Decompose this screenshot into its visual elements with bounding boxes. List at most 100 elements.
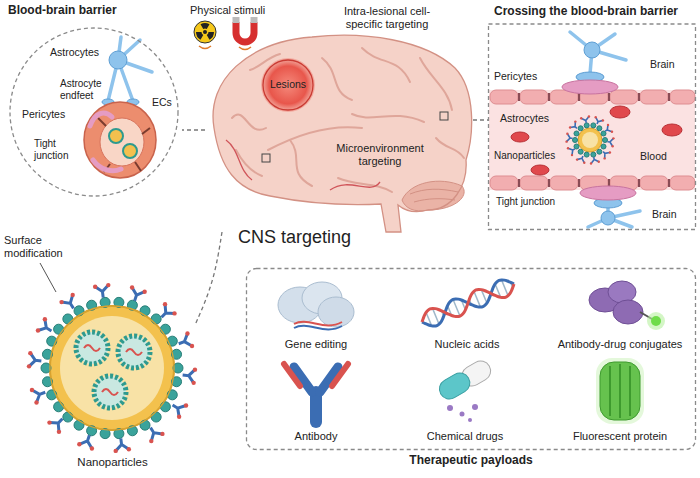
brain-illustration [402,181,464,211]
nanoparticle-illustration [60,316,164,420]
surface-bead [584,152,589,157]
bbb-crossing-illustration [511,132,529,142]
brain-illustration [440,112,448,120]
lesion-blob: Lesions [262,59,314,111]
surface-bead [54,402,64,412]
targeting-label: Microenvironment targeting [330,142,430,167]
surface-bead [74,306,84,316]
antibody-icon [284,364,348,422]
ligand-tip [190,344,194,348]
payload-panel: Therapeutic payloads [246,268,696,450]
bbb-crossing-illustration [489,90,695,190]
physical-stimuli-icons [239,47,251,50]
tight-junction-mark [668,179,670,187]
region-label: Blood [640,150,680,162]
lesion-blob-border [263,60,313,110]
region-label: Brain [650,58,690,70]
ligand-tip [191,381,195,385]
antibody-ligand [132,287,145,300]
ligand-tip [177,415,181,419]
blood-vessel [84,102,156,178]
ligand-tip [611,145,613,147]
ligand-tip [588,115,590,117]
payload-label: Antibody-drug conjugates [550,338,690,351]
brain-illustration [262,154,270,162]
antibody-icon [332,364,348,386]
endothelial-cell [550,176,578,190]
payload-capsules [102,389,118,395]
panel-heading: Therapeutic payloads [246,454,696,468]
antibody-ligand [49,419,62,432]
antibody-icon [310,392,322,422]
ligand-tip [598,161,600,163]
astrocyte-cell [102,37,152,105]
part-label: Pericytes [22,108,72,120]
ligand-tip [565,140,567,142]
surface-bead [597,149,602,154]
tight-junction-mark [548,93,550,101]
pericyte-top [562,80,618,94]
blood-vessel [90,113,112,126]
ligand-tip [184,403,188,407]
physical-stimuli-icons [233,17,240,23]
surface-bead [601,131,606,136]
nanoparticle-core [578,128,602,152]
ligand-tip [612,137,614,139]
brain-illustration [330,182,380,190]
fluorescent-protein-icon [629,366,631,416]
ligand-tip [602,119,604,121]
region-label: Brain [652,208,692,220]
ligand-tip [47,420,51,424]
surface-bead [597,126,602,131]
tight-junction-mark [578,179,580,187]
ligand-tip [567,147,569,149]
nanoparticle-small [565,115,614,164]
physical-stimuli-icons [251,17,258,23]
ligand-tip [603,157,605,159]
nanoparticle-shape [30,286,195,451]
radiation-symbol [196,23,214,40]
astrocyte-cell [109,51,127,69]
targeting-label: Intra-lesional cell-specific targeting [328,5,446,30]
tight-junction-mark [518,179,520,187]
tight-junction-mark [608,93,610,101]
part-label: Tight junction [34,138,78,161]
physical-stimuli-icons [203,30,207,34]
surface-bead [63,314,73,324]
radiation-blade [196,32,203,40]
bbb-crossing-illustration [662,124,682,136]
payload-label: Nucleic acids [397,338,537,351]
part-label: Pericytes [494,70,544,82]
part-label: Astrocytes [500,112,556,124]
antibody-ligand [179,333,192,345]
payload-label: Antibody [246,430,386,443]
pericyte-bottom [580,186,640,227]
nanoparticle: Surface modificationNanoparticles [30,286,195,451]
surface-bead [140,306,150,316]
tight-junction-mark [638,179,640,187]
payload-panel-shape [246,268,696,450]
ligand-tip [574,120,576,122]
center-title: CNS targeting [238,227,368,248]
gene-editing-icon [318,297,354,327]
antibody-ligand [162,304,175,317]
surface-bead [584,123,589,128]
capsule-icon [436,357,494,402]
ligand-tip [113,449,117,453]
nanoparticle-illustration [27,263,197,453]
ligand-tip [34,400,38,404]
payload-label: Gene editing [246,338,386,351]
part-label: Tight junction [496,196,572,208]
capsule-icon [436,357,494,422]
ligand-tip [172,311,176,315]
ligand-tip [36,328,40,332]
payload-label: Chemical drugs [395,430,535,443]
ligand-tip [571,154,573,156]
part-label: Astrocytes [50,46,106,58]
surface-bead [591,152,596,157]
fluorescent-protein-icon [596,358,644,424]
capsule-icon [468,418,472,422]
fluorescent-protein-icon [600,362,640,420]
bbb-crossing-illustration [489,32,695,227]
